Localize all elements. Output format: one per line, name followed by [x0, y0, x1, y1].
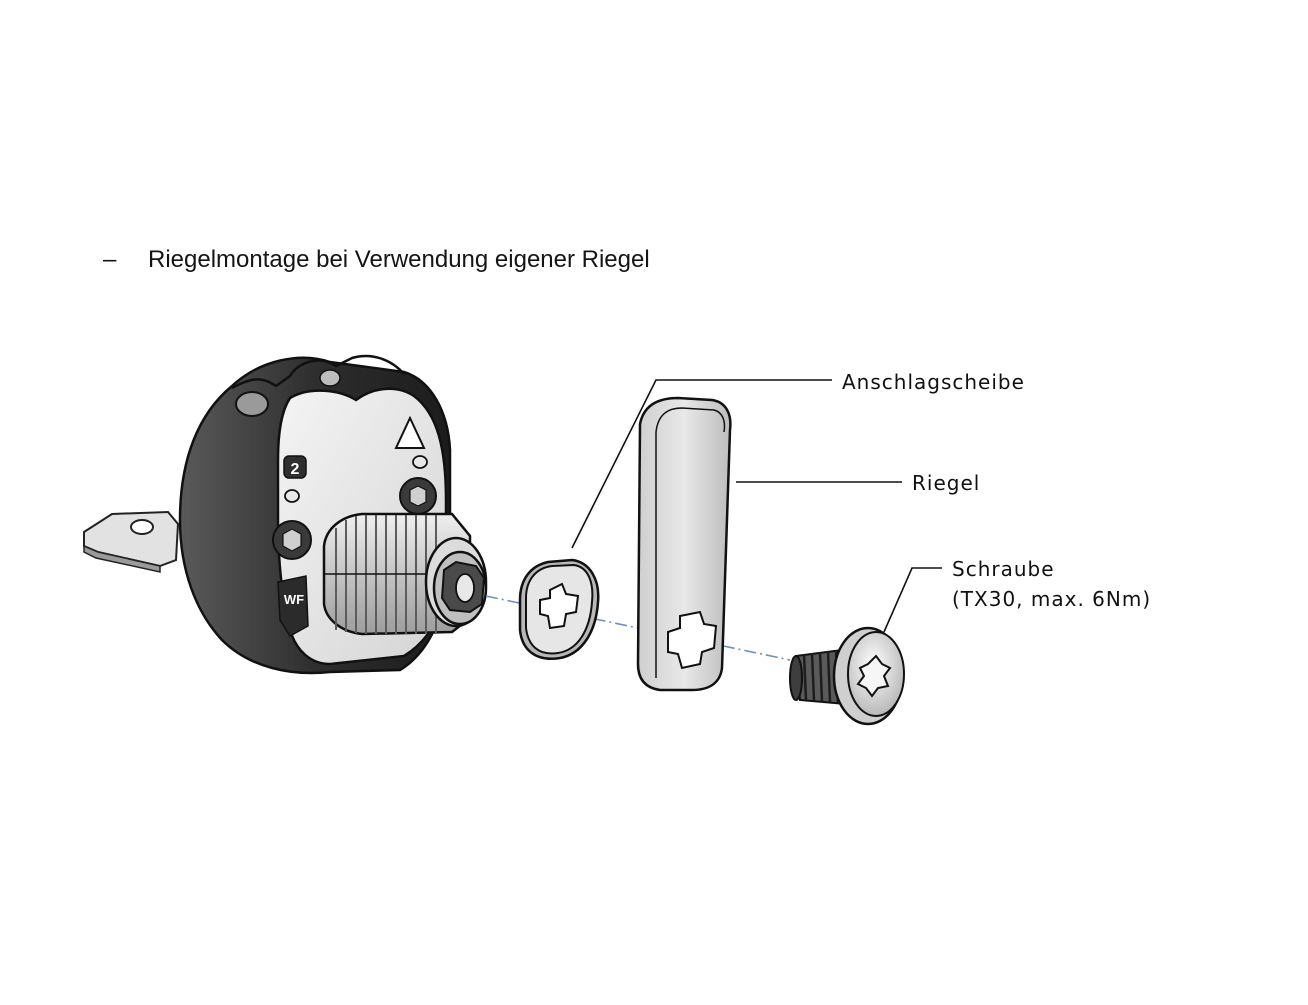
bolt-plate — [636, 396, 732, 692]
label-stop-washer: Anschlagscheibe — [842, 370, 1025, 394]
screw — [789, 626, 905, 726]
key-tab — [83, 510, 180, 573]
position-arrow-icon — [394, 415, 426, 449]
label-screw-spec: (TX30, max. 6Nm) — [952, 587, 1151, 611]
brand-badge: WF — [277, 575, 309, 638]
cylinder-end — [432, 550, 488, 626]
lock-body: 2 WF — [83, 354, 488, 675]
label-bolt: Riegel — [912, 471, 980, 495]
stop-washer-leader-line — [571, 379, 832, 549]
screw-leader-line — [883, 567, 942, 633]
torx-screw-icon — [272, 520, 312, 560]
stop-washer — [518, 558, 600, 661]
label-screw: Schraube — [952, 557, 1055, 581]
bullet-dash: – — [103, 246, 117, 273]
position-number: 2 — [291, 461, 300, 478]
heading-text: Riegelmontage bei Verwendung eigener Rie… — [148, 246, 650, 273]
brand-badge-text: WF — [284, 592, 304, 607]
torx-screw-icon — [399, 477, 437, 515]
torx-drive-icon — [856, 654, 892, 698]
position-number-marker: 2 — [283, 455, 307, 479]
instruction-heading: – Riegelmontage bei Verwendung eigener Ri… — [103, 246, 650, 274]
